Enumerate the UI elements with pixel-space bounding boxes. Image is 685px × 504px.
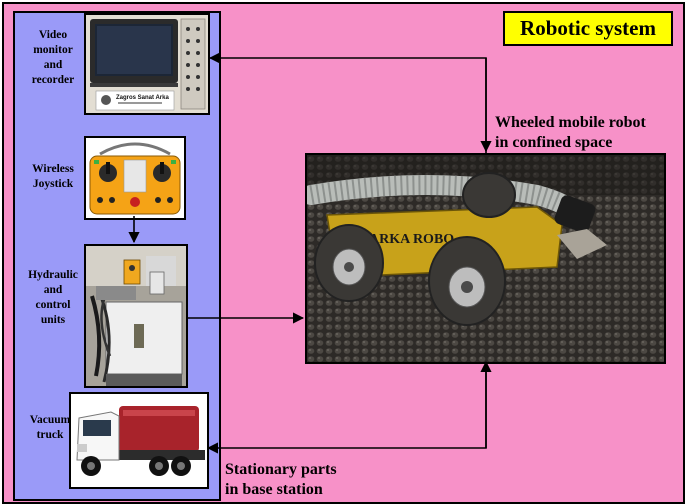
hydraulic-unit-image	[84, 244, 188, 388]
wheeled-robot-image: ARKA ROBO	[305, 153, 666, 364]
hydraulic-label: Hydraulic and control units	[28, 269, 78, 326]
video-monitor-image: Zagros Sanat Arka	[84, 13, 210, 115]
joystick-label: Wireless Joystick	[32, 163, 74, 190]
vacuum-truck-image	[69, 392, 209, 489]
monitor-brand-text: Zagros Sanat Arka	[116, 95, 169, 101]
robot-label: Wheeled mobile robot in confined space	[495, 114, 646, 151]
wireless-joystick-image	[84, 136, 186, 220]
base-station-label: Stationary parts in base station	[225, 461, 337, 498]
arrow-robot-to-truck	[206, 362, 487, 454]
monitor-label: Video monitor and recorder	[31, 29, 75, 86]
arrow-robot-to-monitor	[208, 52, 487, 153]
truck-label: Vacuum truck	[29, 414, 71, 441]
diagram-title: Robotic system	[503, 11, 673, 46]
robot-body-text: ARKA ROBO	[369, 232, 454, 247]
